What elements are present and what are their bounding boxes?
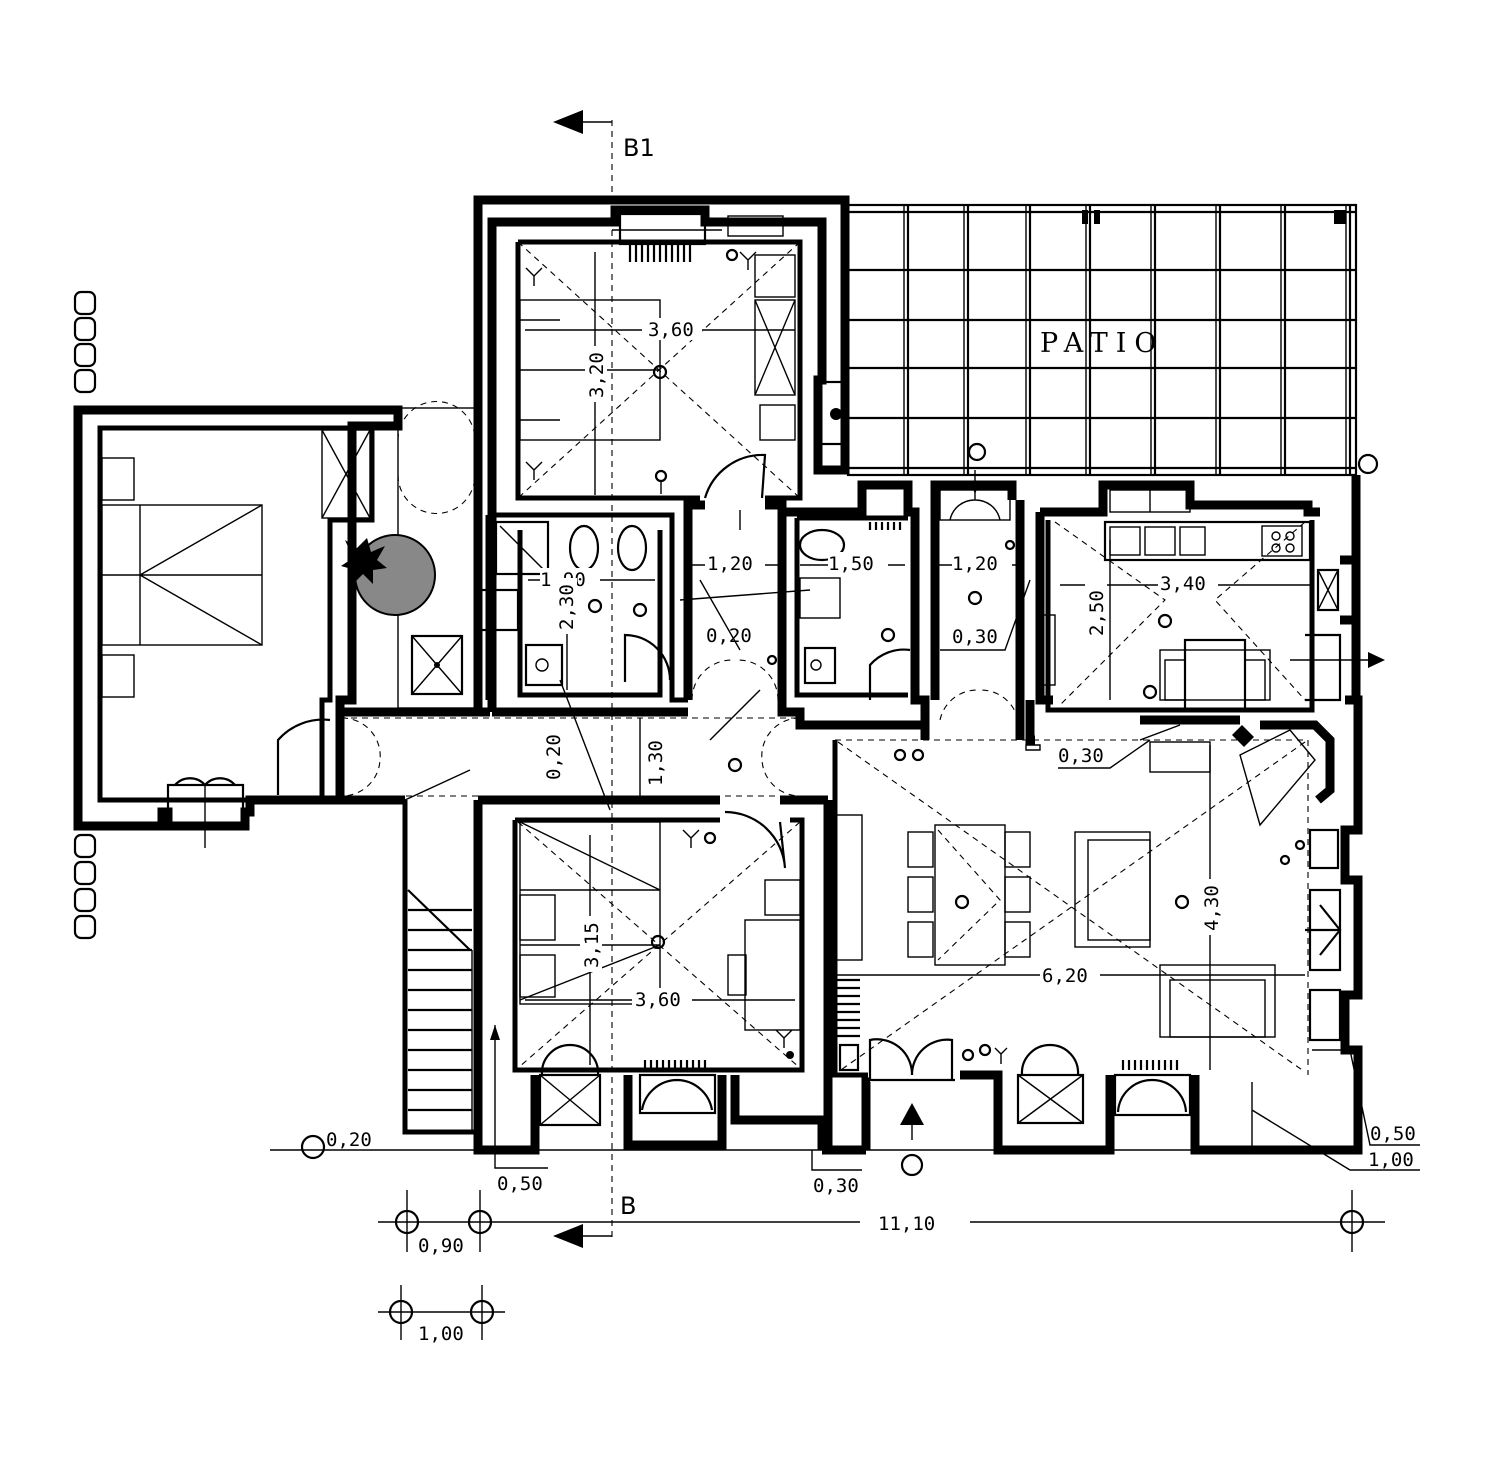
dim-bed2-width: 3,60 (635, 989, 681, 1011)
bedroom-2: 3,60 3,15 (517, 810, 801, 1127)
patio-label: PATIO (1040, 328, 1165, 359)
section-line: B1 B (553, 110, 655, 1248)
dimension-lines: 0,20 0,50 0,30 0,50 1,00 11,10 0,90 1,00 (270, 1025, 1420, 1345)
dim-hall1-wall: 0,20 (706, 625, 752, 647)
dim-bottom-mid: 0,30 (813, 1175, 859, 1197)
dim-kitchen-width: 3,40 (1160, 573, 1206, 595)
dim-living-depth: 4,30 (1201, 885, 1223, 931)
dim-hall2-wall: 0,30 (952, 626, 998, 648)
dim-right-offset1: 0,50 (1370, 1123, 1416, 1145)
dim-bed1-depth: 3,20 (586, 352, 608, 398)
dim-kitchen-wall: 0,30 (1058, 745, 1104, 767)
dim-grid-b: 1,00 (418, 1323, 464, 1345)
bathroom-2: 1,50 (798, 522, 911, 700)
patio-grid: PATIO (846, 203, 1379, 477)
walls (73, 195, 1363, 1155)
section-label-top: B1 (623, 134, 655, 162)
dim-bath1-depth: 2,30 (556, 584, 578, 630)
dim-left-offset: 0,20 (326, 1129, 372, 1151)
dim-hall2-width: 1,20 (952, 553, 998, 575)
corridor: 1,30 0,20 (340, 679, 801, 811)
fixtures (727, 215, 848, 446)
kitchen: 3,40 2,50 (1039, 489, 1385, 712)
section-label-bottom: B (620, 1192, 636, 1220)
dim-bath2-width: 1,50 (828, 553, 874, 575)
bathroom-1: 1,90 2,30 (494, 520, 672, 690)
stairs (402, 769, 475, 1135)
annex-room (73, 290, 371, 940)
dim-corridor-depth: 1,30 (645, 740, 667, 786)
dim-overall-width: 11,10 (878, 1213, 935, 1235)
dim-kitchen-depth: 2,50 (1086, 590, 1108, 636)
dim-grid-a: 0,90 (418, 1235, 464, 1257)
inner-court (341, 400, 520, 709)
dim-bed1-width: 3,60 (648, 319, 694, 341)
hall-2: 1,20 0,30 (938, 470, 1041, 751)
dim-hall1-width: 1,20 (707, 553, 753, 575)
dim-living-width: 6,20 (1042, 965, 1088, 987)
living-room: 6,20 4,30 0,30 (829, 724, 1342, 1177)
dim-corridor-wall: 0,20 (543, 734, 565, 780)
dim-right-offset2: 1,00 (1368, 1149, 1414, 1171)
bedroom-1: 3,60 3,20 (517, 212, 801, 499)
hall-1: 1,20 0,20 (679, 510, 811, 701)
dim-bed2-depth: 3,15 (581, 922, 603, 968)
dim-bottom-left: 0,50 (497, 1173, 543, 1195)
